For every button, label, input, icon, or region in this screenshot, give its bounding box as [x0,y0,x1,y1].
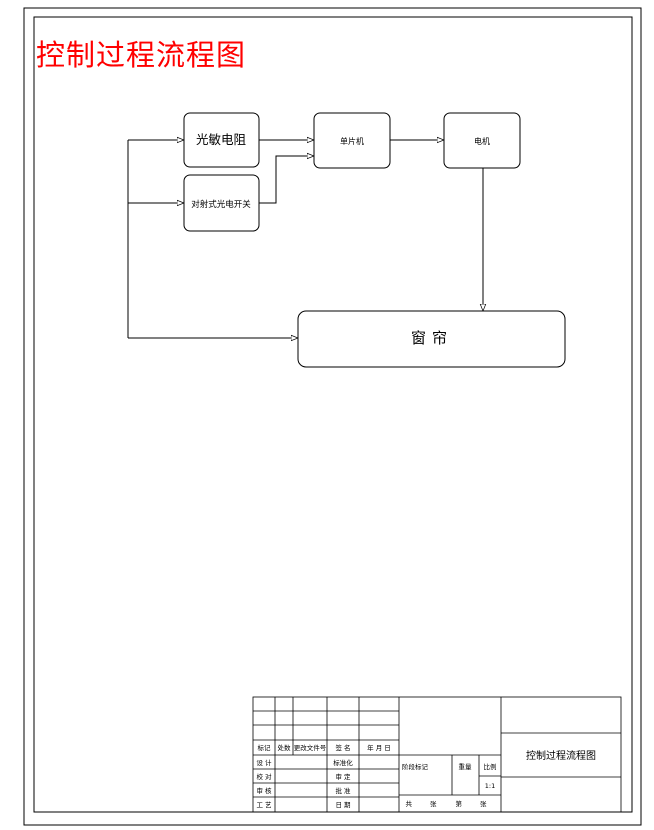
tb-sheet-num: 第 张 [455,799,494,808]
node-curtain-label: 窗帘 [411,329,453,347]
tb-process: 工 艺 [256,801,272,809]
tb-check: 校 对 [256,772,272,781]
tb-stage-mark: 阶段标记 [402,762,429,771]
title-block-text: 标记 处数 更改文件号 签 名 年 月 日 设 计 校 对 审 核 工 艺 标准… [256,743,596,809]
tb-standardization: 标准化 [333,758,353,767]
node-motor-label: 电机 [474,136,490,146]
tb-approve: 批 准 [335,786,351,795]
node-mcu-label: 单片机 [340,136,364,146]
tb-drawing-name: 控制过程流程图 [526,749,596,762]
tb-weight: 重量 [459,763,473,771]
tb-count: 处数 [278,743,292,752]
page-title: 控制过程流程图 [36,38,246,72]
title-block [252,696,622,813]
tb-sheet-total: 共 张 [405,799,444,808]
tb-review: 审 核 [256,786,272,795]
tb-scale: 比例 [484,762,497,771]
tb-date-ymd: 年 月 日 [367,743,391,752]
tb-mark: 标记 [258,743,272,752]
node-mcu: 单片机 [313,112,391,169]
node-motor: 电机 [443,112,521,169]
tb-design: 设 计 [256,758,272,767]
tb-scale-value: 1:1 [485,782,495,790]
node-photoelectric-switch-label: 对射式光电开关 [191,199,251,210]
node-photoresistor: 光敏电阻 [183,112,260,168]
node-photoresistor-label: 光敏电阻 [196,132,247,147]
tb-approve-review: 审 定 [335,772,351,781]
tb-signature: 签 名 [335,743,350,752]
tb-date: 日 期 [335,801,351,809]
tb-change-doc: 更改文件号 [294,743,327,752]
edge-switch-to-mcu [259,156,314,204]
node-curtain: 窗帘 [297,310,566,368]
node-photoelectric-switch: 对射式光电开关 [183,174,260,232]
outer-border [23,7,642,826]
